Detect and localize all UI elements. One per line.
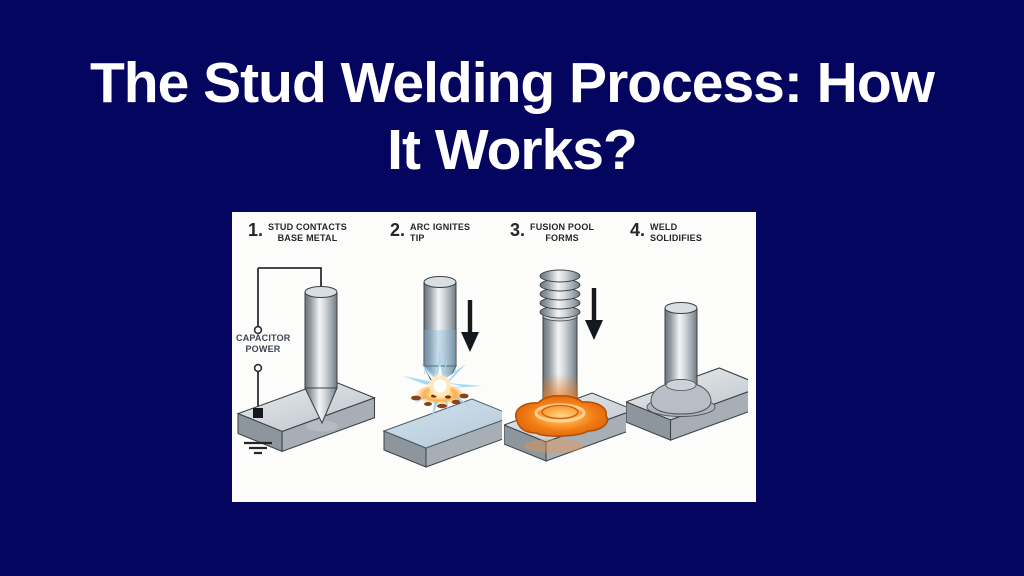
step-1-illustration (237, 267, 376, 455)
step-1-number: 1. (248, 220, 264, 240)
step-3-header: 3. FUSION POOL FORMS (510, 220, 594, 243)
contact-shadow (306, 420, 338, 432)
step-3-label: FUSION POOL FORMS (530, 222, 595, 243)
step-4-header: 4. WELD SOLIDIFIES (630, 220, 702, 243)
stud-threads (539, 269, 581, 319)
step-2-number: 2. (390, 220, 406, 240)
step-2-arc-ignites-tip: 2. ARC IGNITES TIP (382, 218, 502, 496)
step-4-number: 4. (630, 220, 646, 240)
down-arrow-icon (585, 288, 603, 340)
pointed-stud (304, 286, 338, 425)
step-3-illustration (504, 269, 626, 462)
step-4-illustration (626, 302, 748, 441)
title-line-1: The Stud Welding Process: How (89, 51, 935, 115)
step-2-illustration (383, 276, 502, 468)
capacitor-power-label: CAPACITOR POWER (236, 333, 291, 354)
weld-fillet (646, 379, 716, 417)
title-line-2: It Works? (387, 118, 638, 182)
step-2-header: 2. ARC IGNITES TIP (390, 220, 470, 243)
plate-blue-sheen (384, 399, 502, 448)
heat-reflection (524, 439, 584, 453)
terminal-dot-icon (253, 325, 263, 335)
arc-flash (403, 346, 482, 421)
step-1-header: 1. STUD CONTACTS BASE METAL (248, 220, 347, 243)
weld-spatter (411, 393, 469, 409)
page-title: The Stud Welding Process: How It Works? (0, 50, 1024, 184)
step-1-stud-contacts-base-metal: 1. STUD CONTACTS BASE METAL (236, 218, 418, 496)
step-4-label: WELD SOLIDIFIES (650, 222, 703, 243)
ground-clamp (253, 408, 263, 418)
step-3-fusion-pool-forms: 3. FUSION POOL FORMS (504, 218, 626, 496)
step-4-weld-solidifies: 4. WELD SOLIDIFIES (626, 218, 748, 496)
stud-welding-diagram-panel: 1. STUD CONTACTS BASE METAL (232, 212, 756, 502)
ground-icon (244, 441, 272, 455)
step-1-label: STUD CONTACTS BASE METAL (268, 222, 347, 243)
fusion-pool (515, 395, 609, 437)
down-arrow-icon (461, 300, 479, 352)
terminal-dot-icon (253, 363, 263, 373)
step-3-number: 3. (510, 220, 526, 240)
step-2-label: ARC IGNITES TIP (410, 222, 471, 243)
